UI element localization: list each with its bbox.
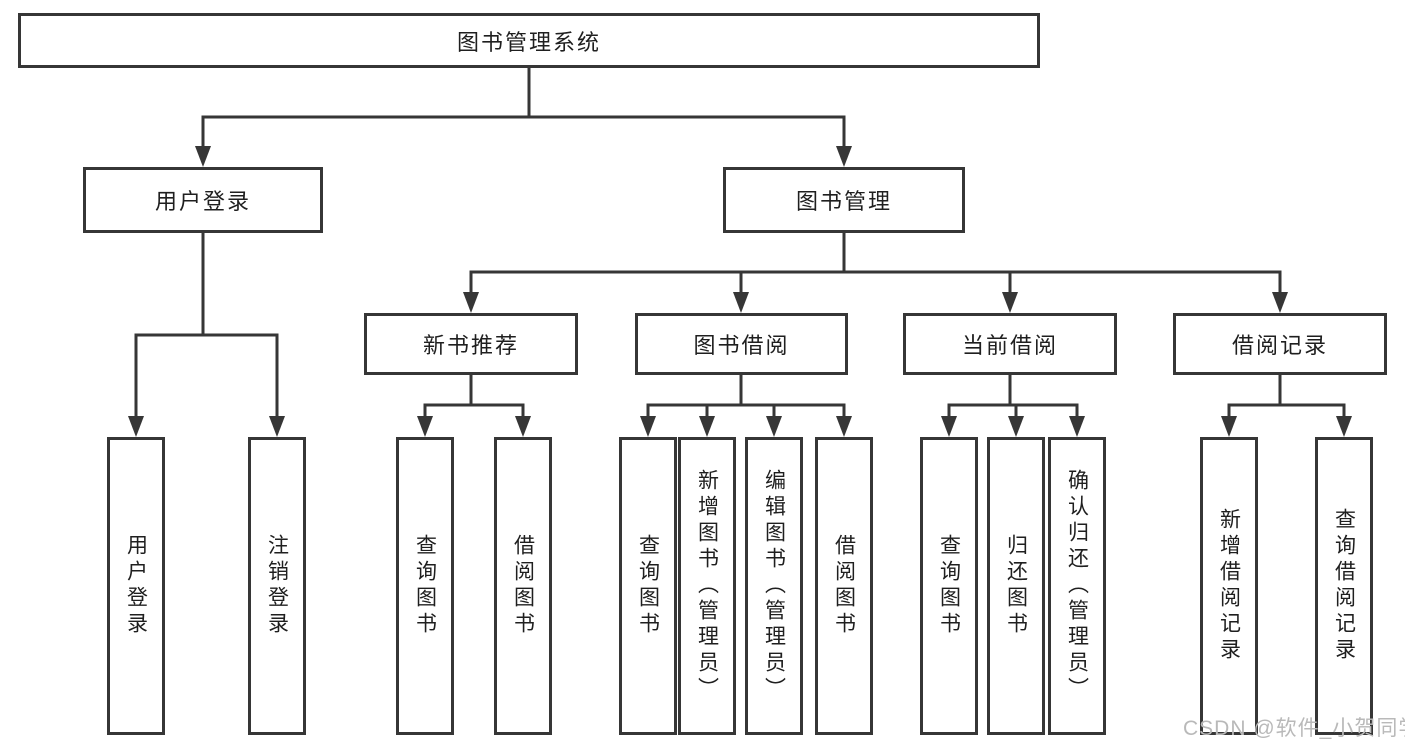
node-label: 新增图书（管理员） [695,469,719,703]
node-current-borrowing: 当前借阅 [903,313,1117,375]
leaf-confirm-return-admin: 确认归还（管理员） [1048,437,1106,735]
leaf-logout: 注销登录 [248,437,306,735]
leaf-borrow-books-recommend: 借阅图书 [494,437,552,735]
node-label: 新书推荐 [422,333,519,358]
node-label: 借阅记录 [1231,333,1328,358]
leaf-query-books-recommend: 查询图书 [396,437,454,735]
node-book-borrowing: 图书借阅 [635,313,848,375]
leaf-borrow-books: 借阅图书 [815,437,873,735]
node-label: 当前借阅 [961,333,1058,358]
leaf-return-books: 归还图书 [987,437,1045,735]
watermark: CSDN @软件_小贺同学 [1183,717,1405,740]
leaf-add-books-admin: 新增图书（管理员） [678,437,736,735]
node-label: 查询图书 [636,534,660,638]
node-label: 用户登录 [124,534,148,638]
node-label: 借阅图书 [511,534,535,638]
node-library-management-system: 图书管理系统 [18,13,1040,68]
node-new-book-recommendation: 新书推荐 [364,313,578,375]
leaf-query-borrow-record: 查询借阅记录 [1315,437,1373,735]
node-label: 图书管理系统 [456,29,601,55]
node-label: 图书借阅 [693,333,790,358]
node-label: 图书管理 [795,189,892,214]
node-label: 查询借阅记录 [1332,508,1356,664]
node-label: 查询图书 [413,534,437,638]
leaf-user-login: 用户登录 [107,437,165,735]
leaf-add-borrow-record: 新增借阅记录 [1200,437,1258,735]
node-borrowing-records: 借阅记录 [1173,313,1387,375]
node-label: 编辑图书（管理员） [762,469,786,703]
node-label: 查询图书 [937,534,961,638]
node-user-login: 用户登录 [83,167,323,233]
leaf-query-books-borrowing: 查询图书 [619,437,677,735]
node-label: 借阅图书 [832,534,856,638]
node-label: 注销登录 [265,534,289,638]
node-label: 用户登录 [154,189,251,214]
node-label: 确认归还（管理员） [1065,469,1089,703]
node-book-management: 图书管理 [723,167,965,233]
leaf-query-books-current: 查询图书 [920,437,978,735]
node-label: 归还图书 [1004,534,1028,638]
node-label: 新增借阅记录 [1217,508,1241,664]
leaf-edit-books-admin: 编辑图书（管理员） [745,437,803,735]
